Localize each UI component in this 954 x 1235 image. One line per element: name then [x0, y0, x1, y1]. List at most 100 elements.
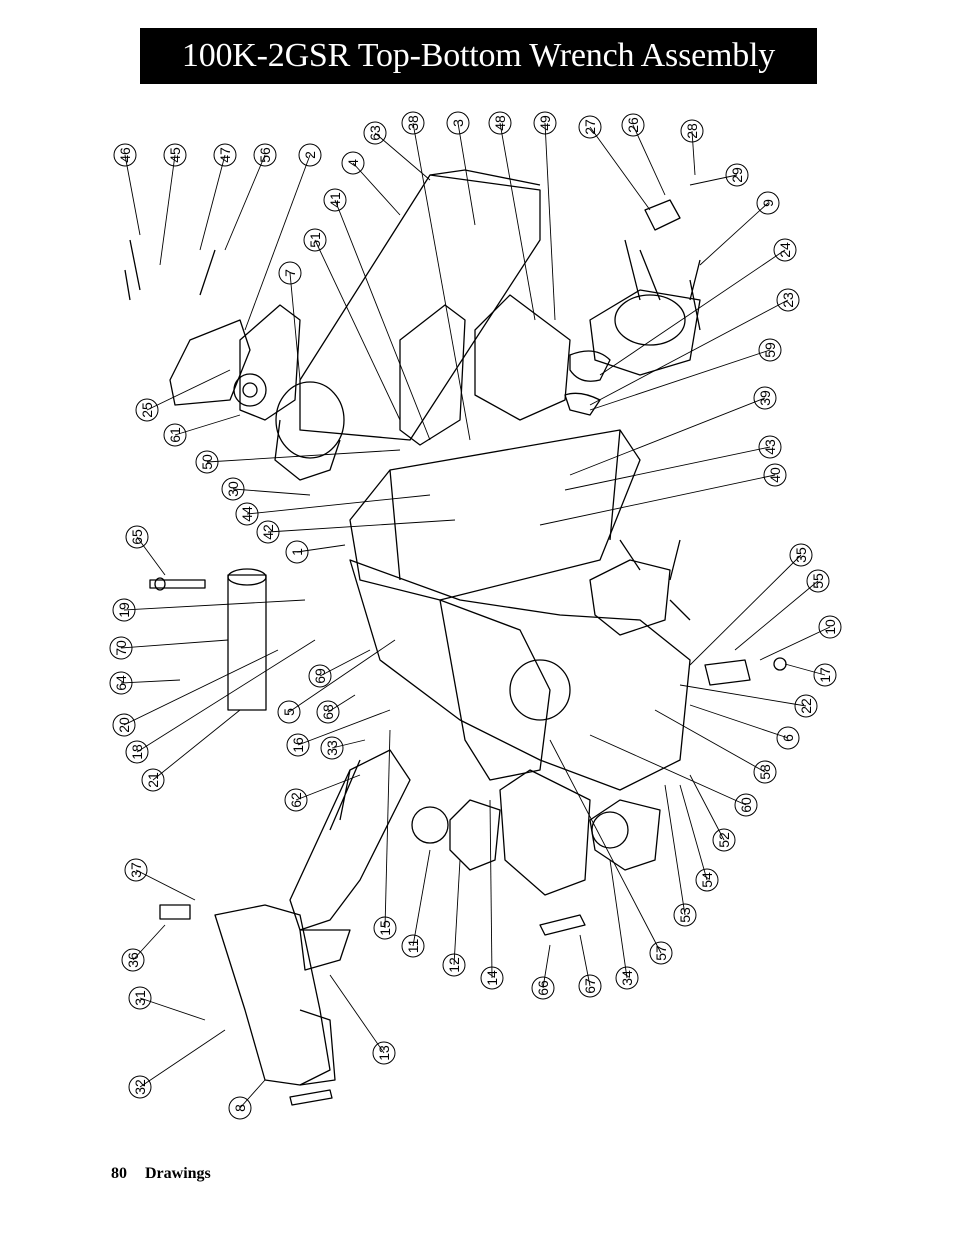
leader-line: [352, 162, 401, 216]
callout-number: 63: [367, 125, 383, 141]
callout-number: 10: [822, 619, 838, 635]
mount-plate: [239, 304, 301, 421]
upper-jaw: [589, 289, 701, 376]
leader-line: [499, 122, 536, 321]
leader-line: [412, 122, 471, 441]
page-title: 100K-2GSR Top-Bottom Wrench Assembly: [140, 28, 817, 84]
leader-line: [327, 694, 356, 713]
leader-line: [679, 684, 807, 707]
leader-line: [689, 174, 738, 186]
leader-line: [289, 272, 301, 381]
callout-number: 28: [684, 123, 700, 139]
leader-line: [232, 488, 311, 496]
callout-number: 26: [625, 117, 641, 133]
leader-line: [199, 154, 226, 251]
leader-line: [139, 997, 206, 1021]
leader-line: [664, 784, 686, 916]
mount-plate-left: [169, 319, 251, 406]
leader-line: [542, 944, 551, 989]
leader-line: [734, 580, 819, 651]
callout-number: 31: [132, 990, 148, 1006]
leader-line: [267, 519, 456, 533]
leader-line: [329, 974, 385, 1054]
leader-line: [599, 249, 786, 376]
callout-number: 56: [257, 147, 273, 163]
callout-number: 48: [492, 115, 508, 131]
die-carrier: [499, 769, 591, 896]
leader-line: [689, 774, 725, 841]
callout-number: 40: [767, 467, 783, 483]
page-footer: 80 Drawings: [111, 1165, 225, 1183]
leader-line: [244, 154, 311, 331]
leader-line: [120, 679, 181, 684]
leader-line: [544, 122, 556, 321]
leader-line: [124, 154, 141, 236]
callout-number: 41: [327, 192, 343, 208]
callout-number: 38: [405, 115, 421, 131]
leader-line: [123, 649, 279, 726]
leader-line: [569, 397, 766, 476]
leader-line: [539, 474, 776, 526]
leader-line: [296, 544, 346, 553]
leader-line: [384, 729, 391, 929]
callout-28: 28: [680, 119, 704, 143]
leader-line: [136, 639, 316, 753]
callout-number: 51: [307, 232, 323, 248]
cylinder-end: [275, 381, 345, 459]
leader-line: [334, 199, 431, 441]
leader-line: [609, 859, 628, 979]
leader-line: [564, 446, 771, 491]
leader-line: [132, 924, 166, 961]
leader-line: [146, 369, 231, 411]
callout-10: 10: [818, 615, 842, 639]
leader-line: [589, 734, 747, 806]
leader-line: [412, 849, 431, 947]
callout-number: 65: [129, 529, 145, 545]
leader-line: [314, 239, 401, 421]
leader-line: [120, 639, 229, 649]
leader-line: [489, 799, 493, 979]
leader-line: [246, 494, 431, 515]
arc-plate: [439, 599, 551, 781]
lower-jaw: [589, 559, 671, 636]
callout-number: 9: [760, 199, 776, 207]
leader-line: [136, 536, 166, 576]
callout-number: 29: [729, 167, 745, 183]
leader-line: [174, 414, 241, 436]
leader-line: [206, 449, 401, 463]
leader-line: [159, 154, 176, 266]
callout-number: 27: [582, 119, 598, 135]
callout-number: 49: [537, 115, 553, 131]
leader-line: [239, 1079, 266, 1109]
leader-line: [123, 599, 306, 611]
callout-number: 55: [810, 573, 826, 589]
callout-number: 37: [128, 862, 144, 878]
callout-68: 68: [316, 700, 340, 724]
main-frame: [349, 429, 641, 601]
leader-line: [139, 1029, 226, 1088]
leader-line: [759, 626, 831, 661]
callout-number: 39: [757, 390, 773, 406]
main-plate: [349, 559, 691, 791]
callout-number: 2: [302, 151, 318, 159]
callout-number: 45: [167, 147, 183, 163]
leader-line: [549, 739, 662, 954]
bottom-bracket: [214, 904, 331, 1086]
leader-line: [319, 649, 371, 677]
leader-line: [288, 639, 396, 713]
leader-line: [589, 299, 789, 406]
leader-line: [579, 934, 591, 987]
leader-line: [457, 122, 476, 226]
sleeve-70: [227, 574, 267, 711]
callout-number: 23: [780, 292, 796, 308]
leader-line: [297, 709, 391, 746]
leader-line: [331, 739, 366, 749]
block-4: [399, 304, 466, 446]
leader-line: [453, 859, 461, 966]
leader-line: [689, 704, 789, 739]
leader-line: [589, 349, 771, 411]
leader-line: [699, 202, 769, 266]
callout-number: 47: [217, 147, 233, 163]
leader-line: [152, 709, 241, 781]
